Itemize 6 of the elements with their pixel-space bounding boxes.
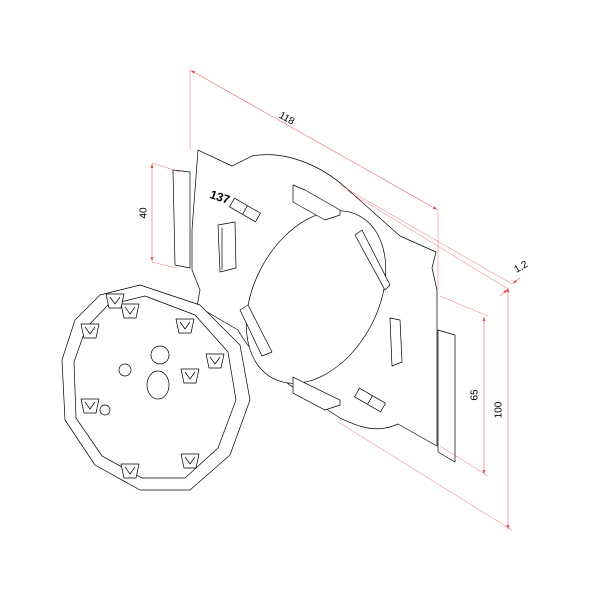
- part-number: 137: [210, 190, 230, 204]
- dimension-label: 65: [470, 390, 478, 400]
- dimension-label: 100: [494, 402, 502, 418]
- dimension-label: 118: [279, 112, 295, 124]
- dimension-label: 40: [139, 208, 147, 218]
- dimension-label: 1,2: [514, 260, 528, 273]
